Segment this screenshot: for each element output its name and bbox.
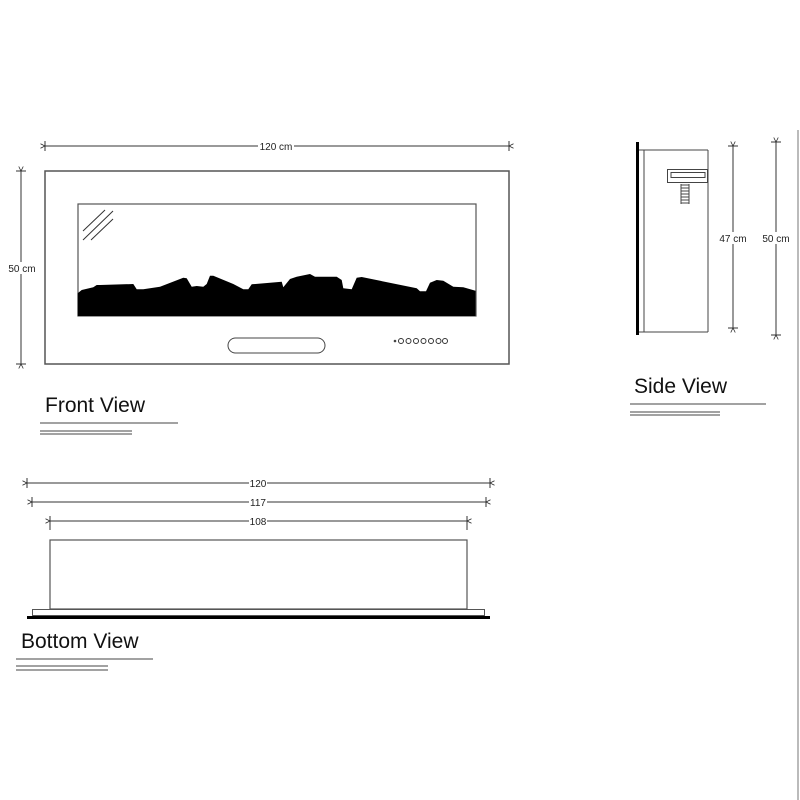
vent-icon [667,169,708,204]
indicator-light [393,339,397,343]
wall-plate [636,142,639,335]
bottom-frame [32,609,485,616]
heater-outlet [227,337,326,354]
control-panel [393,338,448,344]
side-view: 47 cm 50 cm Side View [630,130,799,800]
control-button[interactable] [435,338,442,344]
label-background [258,140,294,152]
control-button[interactable] [413,338,419,344]
log-bed [77,274,476,316]
front-width-label: 120 cm [260,142,293,153]
fireplace-frame [44,170,510,365]
control-button[interactable] [428,338,434,344]
control-button[interactable] [405,338,412,344]
bottom-body [49,539,468,610]
glass-reflection-icon [82,209,114,241]
front-view: 120 cm 50 cm Front View [6,140,510,435]
side-inner-height-label: 47 cm [719,234,746,245]
front-height-label: 50 cm [8,264,35,275]
bottom-wall-plate [27,616,490,619]
frame-width-label: 117 [250,498,266,509]
control-button[interactable] [420,338,427,344]
control-button[interactable] [442,338,448,344]
side-outer-height-label: 50 cm [762,234,789,245]
bottom-view-title: Bottom View [21,630,139,653]
bottom-view: 120 117 108 Bottom View [16,477,490,671]
control-button[interactable] [398,338,404,344]
overall-width-label: 120 [250,479,267,490]
label-background [6,262,38,274]
side-view-title: Side View [634,375,728,398]
front-view-title: Front View [45,394,146,417]
body-width-label: 108 [250,517,267,528]
